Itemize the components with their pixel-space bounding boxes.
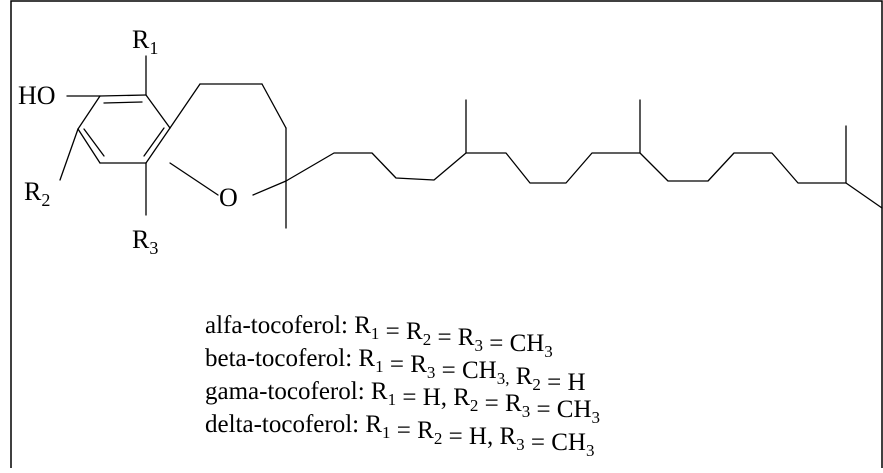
double-bond-inner-1 <box>103 101 143 104</box>
legend-term: R <box>509 363 532 390</box>
bond-c4a-c8a <box>145 127 171 164</box>
legend-subscript: 3 <box>544 342 553 361</box>
aromatic-ring <box>77 94 171 164</box>
double-bond-inner-3 <box>83 128 105 157</box>
bond-o1-c8a <box>169 162 219 196</box>
legend-subscript: 3 <box>474 336 483 355</box>
legend-subscript: 2 <box>532 375 541 394</box>
r3-label: R3 <box>132 225 158 258</box>
legend-subscript: 3 <box>592 408 601 427</box>
legend-compound-name: beta-tocoferol: <box>205 345 352 372</box>
bond-c6-c5 <box>99 94 147 97</box>
bond-c8-c7 <box>77 128 101 164</box>
phytyl-side-chain <box>285 152 883 209</box>
legend-line: alfa-tocoferol: R1 = R2 = R3 = CH3 <box>205 312 553 361</box>
legend-subscript: 3, <box>497 369 510 388</box>
legend-term: = H, R <box>396 384 470 411</box>
legend-term: = CH <box>530 396 591 423</box>
tocopherol-legend: alfa-tocoferol: R1 = R2 = R3 = CH3beta-t… <box>205 312 600 460</box>
legend-subscript: 1 <box>375 357 384 376</box>
molecule-bonds <box>59 55 883 229</box>
figure-frame <box>10 0 883 473</box>
legend-subscript: 1 <box>371 324 380 343</box>
legend-subscript: 2 <box>434 429 443 448</box>
legend-term: R <box>359 411 382 438</box>
legend-term: = CH <box>483 330 544 357</box>
legend-term: R <box>352 345 375 372</box>
bond-c5-c4a <box>145 94 171 129</box>
legend-compound-name: alfa-tocoferol: <box>205 312 348 339</box>
bond-r2 <box>59 128 79 181</box>
legend-term: R <box>348 312 371 339</box>
legend-term: = R <box>384 351 428 378</box>
legend-subscript: 3 <box>586 441 595 460</box>
legend-compound-name: gama-tocoferol: <box>205 378 365 405</box>
bond-c7-c6 <box>77 95 101 130</box>
legend-subscript: 3 <box>522 402 531 421</box>
legend-term: = CH <box>525 429 586 456</box>
legend-subscript: 3 <box>516 435 525 454</box>
bond-c3-c2 <box>261 83 287 129</box>
legend-line: gama-tocoferol: R1 = H, R2 = R3 = CH3 <box>205 378 600 427</box>
r2-label: R2 <box>24 177 50 210</box>
legend-term: = R <box>391 417 435 444</box>
legend-subscript: 1 <box>382 423 391 442</box>
legend-term: = CH <box>435 357 496 384</box>
legend-line: delta-tocoferol: R1 = R2 = H, R3 = CH3 <box>205 411 594 460</box>
legend-compound-name: delta-tocoferol: <box>205 411 359 438</box>
legend-term: R <box>365 378 388 405</box>
legend-subscript: 3 <box>427 363 436 382</box>
r1-label: R1 <box>132 25 158 58</box>
pyran-ring <box>169 83 287 196</box>
ring-oxygen-label: O <box>219 183 238 212</box>
legend-subscript: 1 <box>388 390 397 409</box>
legend-subscript: 2 <box>423 330 432 349</box>
legend-subscript: 2 <box>470 396 479 415</box>
legend-term: = H, R <box>442 423 516 450</box>
double-bond-inner-2 <box>143 127 165 157</box>
legend-term: = R <box>379 318 423 345</box>
legend-term: = H <box>541 369 586 396</box>
legend-term: = R <box>478 390 522 417</box>
legend-line: beta-tocoferol: R1 = R3 = CH3, R2 = H <box>205 345 586 396</box>
bond-c2-o1 <box>252 180 287 196</box>
hydroxyl-label: HO <box>18 81 56 110</box>
legend-term: = R <box>431 324 475 351</box>
bond-c4a-c4 <box>169 83 201 129</box>
